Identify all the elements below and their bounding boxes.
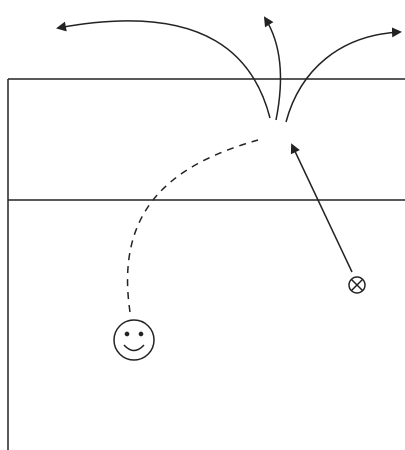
court-lines <box>7 78 405 450</box>
marker-arrow <box>290 143 353 273</box>
smiley-face-icon <box>113 319 155 361</box>
arrow-up-curve <box>263 16 282 121</box>
player-dashed-path <box>126 139 259 313</box>
arrow-left-curve <box>56 20 271 119</box>
outgoing-arrows <box>56 16 402 123</box>
circled-x-icon <box>348 276 366 294</box>
arrow-right-curve <box>285 27 402 123</box>
